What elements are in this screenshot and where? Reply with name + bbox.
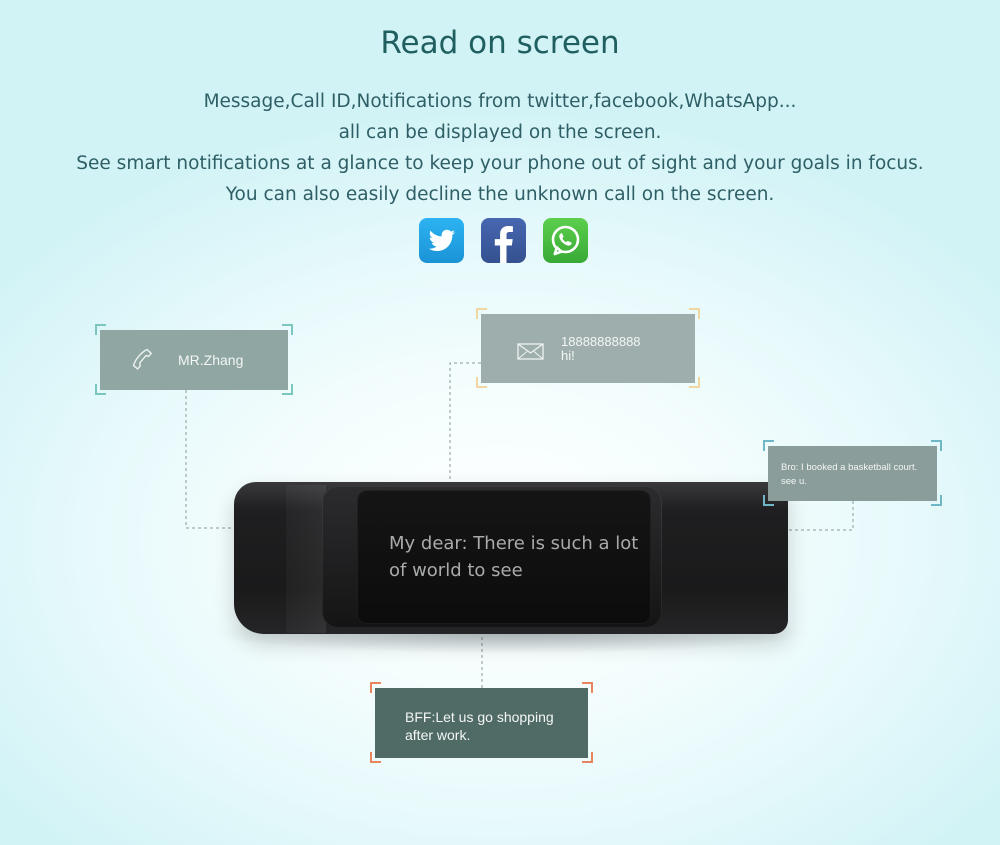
call-card-corner-br [282,384,293,395]
description-line-1: Message,Call ID,Notifications from twitt… [203,91,797,112]
social-icons [419,218,588,263]
bff-card-corner-tl [370,682,381,693]
bff-card-corner-br [582,752,593,763]
bff-card-corner-tr [582,682,593,693]
call-notification-card: MR.Zhang [100,330,288,390]
whatsapp-icon [543,218,588,263]
call-card-corner-tl [95,324,106,335]
description-line-3: See smart notifications at a glance to k… [76,153,924,174]
sms-card-corner-tr [689,308,700,319]
bro-card-corner-br [931,495,942,506]
band-screen [357,490,651,624]
band-strap-segment [286,485,326,633]
sms-content: 18888888888 hi! [561,335,641,363]
bff-message-line-2: after work. [405,727,471,743]
bff-message-card: BFF:Let us go shopping after work. [375,688,588,758]
sms-card-corner-br [689,377,700,388]
twitter-icon [419,218,464,263]
bro-message: Bro: I booked a basketball court. see u. [781,461,917,489]
bro-message-card: Bro: I booked a basketball court. see u. [768,446,937,501]
sms-notification-card: 18888888888 hi! [481,314,695,383]
description-line-4: You can also easily decline the unknown … [225,184,775,205]
phone-icon [132,348,152,370]
description-line-2: all can be displayed on the screen. [338,122,662,143]
bro-card-corner-bl [763,495,774,506]
bro-message-line-1: Bro: I booked a basketball court. [781,462,918,473]
sms-card-corner-bl [476,377,487,388]
description: Message,Call ID,Notifications from twitt… [0,86,1000,210]
bff-message: BFF:Let us go shopping after work. [405,708,554,744]
sms-number: 18888888888 [561,334,641,349]
sms-message: hi! [561,348,575,363]
facebook-icon [481,218,526,263]
band-screen-text: My dear: There is such a lot of world to… [389,533,639,581]
caller-name: MR.Zhang [178,352,244,368]
mail-icon [517,343,544,360]
call-card-corner-tr [282,324,293,335]
bro-card-corner-tr [931,440,942,451]
bff-message-line-1: BFF:Let us go shopping [405,709,554,725]
sms-card-corner-tl [476,308,487,319]
bro-card-corner-tl [763,440,774,451]
call-card-corner-bl [95,384,106,395]
connector-sms [449,362,481,500]
page-title: Read on screen [380,25,620,61]
bro-message-line-2: see u. [781,476,807,487]
bff-card-corner-bl [370,752,381,763]
